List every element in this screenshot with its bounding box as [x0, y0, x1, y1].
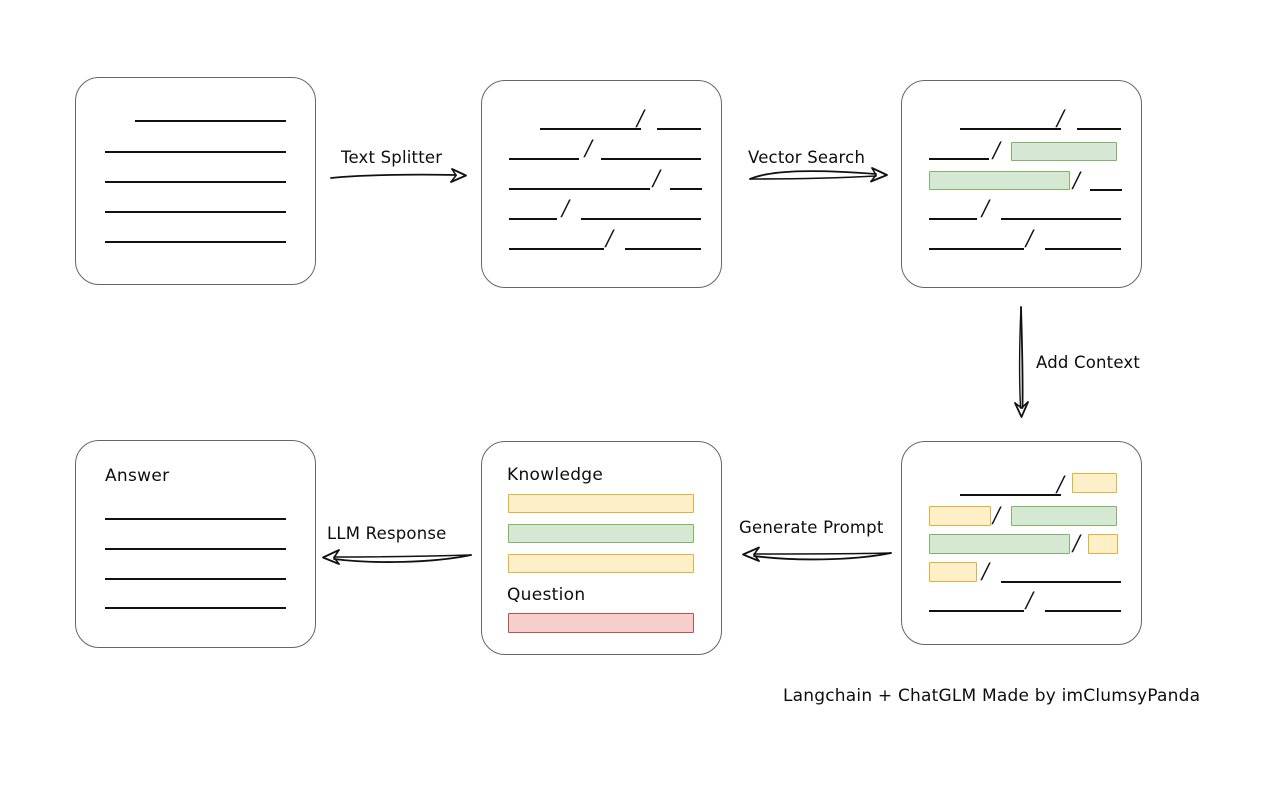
doc-line: [670, 188, 702, 190]
node-answer[interactable]: [75, 440, 316, 648]
doc-line: [105, 548, 286, 550]
doc-line: [540, 128, 641, 130]
doc-line: [960, 128, 1061, 130]
highlight-chip-yellow[interactable]: [929, 506, 991, 526]
highlight-chip-yellow[interactable]: [1088, 534, 1118, 554]
doc-line: [1045, 248, 1121, 250]
prompt-section-heading-knowledge: Knowledge: [507, 465, 604, 485]
arrow-vector-search: [749, 167, 888, 183]
prompt-knowledge-bar[interactable]: [508, 494, 694, 513]
arrow-generate-prompt: [742, 546, 892, 562]
highlight-chip-green[interactable]: [929, 534, 1070, 554]
highlight-chip-yellow[interactable]: [1072, 473, 1117, 493]
doc-line: [1001, 581, 1121, 583]
doc-line: [509, 158, 579, 160]
arrow-text-splitter: [330, 168, 467, 183]
doc-line: [509, 188, 650, 190]
highlight-chip-green[interactable]: [1011, 142, 1117, 161]
doc-line: [625, 248, 701, 250]
prompt-knowledge-bar[interactable]: [508, 554, 694, 573]
split-slash: /: [993, 138, 1001, 162]
doc-line: [135, 120, 286, 122]
doc-line: [929, 248, 1024, 250]
split-slash: /: [993, 503, 1001, 527]
doc-line: [657, 128, 701, 130]
split-slash: /: [1073, 168, 1081, 192]
doc-line: [1077, 128, 1121, 130]
doc-line: [929, 158, 989, 160]
edge-label-text-splitter: Text Splitter: [341, 148, 443, 167]
doc-line: [581, 218, 701, 220]
highlight-chip-green[interactable]: [1011, 506, 1117, 526]
prompt-knowledge-bar[interactable]: [508, 524, 694, 543]
doc-line: [509, 248, 604, 250]
doc-line: [105, 211, 286, 213]
highlight-chip-yellow[interactable]: [929, 562, 977, 582]
split-slash: /: [1057, 106, 1065, 130]
split-slash: /: [562, 196, 570, 220]
edge-label-vector-search: Vector Search: [748, 148, 866, 167]
doc-line: [105, 181, 286, 183]
prompt-section-heading-question: Question: [507, 585, 586, 605]
doc-line: [105, 578, 286, 580]
doc-line: [929, 610, 1024, 612]
doc-line: [105, 518, 286, 520]
split-slash: /: [1026, 588, 1034, 612]
doc-line: [929, 218, 977, 220]
split-slash: /: [1057, 472, 1065, 496]
split-slash: /: [1026, 226, 1034, 250]
prompt-question-bar[interactable]: [508, 613, 694, 633]
arrow-llm-response: [322, 549, 472, 565]
split-slash: /: [606, 226, 614, 250]
diagram-caption: Langchain + ChatGLM Made by imClumsyPand…: [783, 686, 1201, 706]
edge-label-generate-prompt: Generate Prompt: [739, 518, 884, 537]
doc-line: [1090, 189, 1122, 191]
doc-line: [509, 218, 557, 220]
split-slash: /: [585, 136, 593, 160]
split-slash: /: [982, 559, 990, 583]
doc-line: [105, 607, 286, 609]
node-split-document[interactable]: [481, 80, 722, 288]
split-slash: /: [637, 106, 645, 130]
doc-line: [960, 494, 1061, 496]
split-slash: /: [653, 166, 661, 190]
doc-line: [1045, 610, 1121, 612]
arrow-add-context: [1014, 306, 1029, 418]
doc-line: [105, 151, 286, 153]
doc-line: [1001, 218, 1121, 220]
highlight-chip-green[interactable]: [929, 171, 1070, 190]
edge-label-llm-response: LLM Response: [327, 524, 447, 543]
split-slash: /: [1073, 531, 1081, 555]
split-slash: /: [982, 196, 990, 220]
doc-line: [105, 241, 286, 243]
doc-line: [601, 158, 701, 160]
answer-heading: Answer: [105, 466, 170, 486]
edge-label-add-context: Add Context: [1036, 353, 1141, 372]
